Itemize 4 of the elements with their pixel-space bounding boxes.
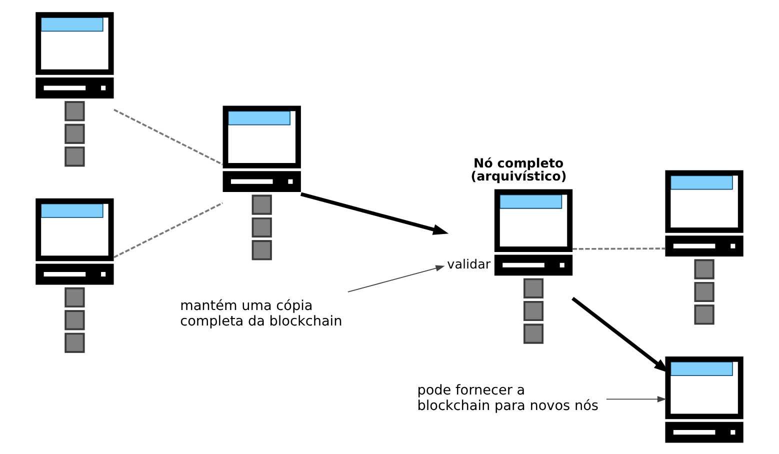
node-text: mantém uma cópia completa da blockchain	[180, 298, 342, 330]
node-label: Nó completo (arquivístico)	[470, 156, 567, 184]
node-label: validar	[447, 256, 491, 272]
node-text: pode fornecer a blockchain para novos nós	[417, 382, 599, 414]
